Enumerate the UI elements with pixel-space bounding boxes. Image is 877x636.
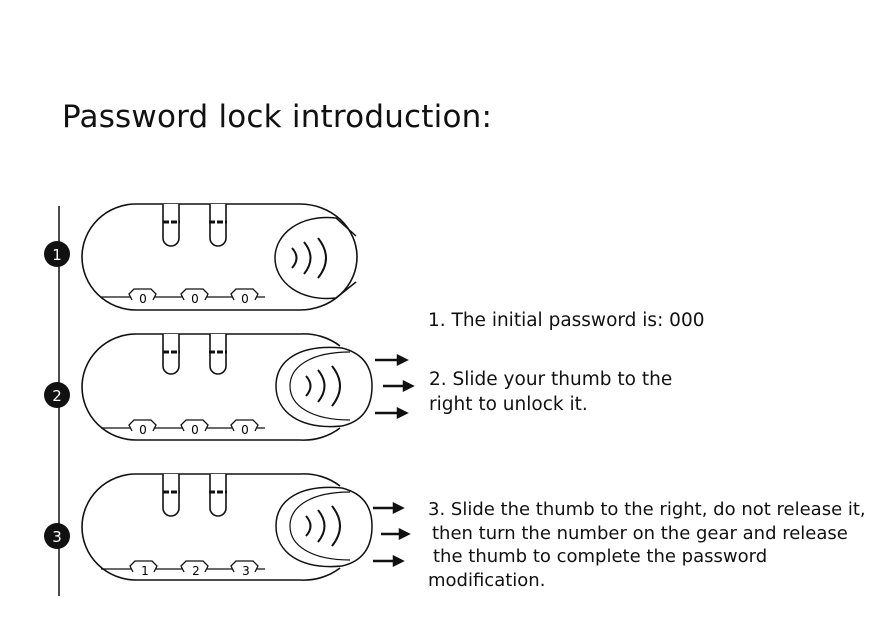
dial-digit: 3 (242, 564, 250, 578)
dial-3 (230, 419, 259, 432)
shackle-slot (162, 334, 180, 375)
dial-digit: 0 (241, 423, 249, 437)
step-3-line-2: then turn the number on the gear and rel… (432, 522, 848, 544)
step-badge (44, 241, 70, 267)
step-3-text: 3. Slide the thumb to the right, do not … (428, 498, 877, 592)
dial-digit: 0 (191, 292, 199, 306)
step-badge-number: 1 (52, 246, 62, 264)
grip-icon (305, 365, 341, 407)
step-3-line-3: the thumb to complete the password modif… (428, 546, 768, 591)
dial-digit: 2 (192, 564, 200, 578)
step-2-line-2: right to unlock it. (429, 394, 588, 415)
shackle-slot (162, 204, 180, 247)
dial-1 (129, 560, 158, 573)
lock-body (81, 203, 358, 311)
dial-digit: 0 (191, 423, 199, 437)
shackle-slot (209, 204, 227, 247)
dial-1 (128, 288, 157, 301)
dial-digit: 0 (241, 292, 249, 306)
thumb-slider (274, 216, 357, 300)
lock-step-3: 1 2 3 3 (44, 473, 411, 581)
lock-body (81, 473, 341, 581)
step-badge (44, 523, 70, 549)
dial-digit: 1 (141, 564, 149, 578)
page-title: Password lock introduction: (62, 99, 493, 135)
step-badge (44, 382, 70, 408)
dial-3 (230, 288, 259, 301)
arrow-icon (373, 501, 411, 568)
shackle-slot (209, 474, 227, 517)
step-badge-number: 3 (52, 528, 62, 546)
lock-body (81, 333, 341, 441)
grip-icon (305, 505, 341, 547)
step-2-text: 2. Slide your thumb to the right to unlo… (429, 367, 672, 417)
step-3-line-1: 3. Slide the thumb to the right, do not … (428, 499, 866, 520)
grip-icon (291, 237, 327, 279)
dial-digit: 0 (139, 292, 147, 306)
dial-1 (128, 419, 157, 432)
lock-step-1: 0 0 0 1 (44, 203, 358, 311)
step-2-line-1: 2. Slide your thumb to the (429, 369, 673, 390)
dial-2 (180, 419, 209, 432)
step-badge-number: 2 (52, 387, 62, 405)
step-1-line-1: 1. The initial password is: 000 (428, 310, 705, 331)
dial-3 (230, 560, 259, 573)
step-1-text: 1. The initial password is: 000 (428, 308, 705, 333)
lock-step-2: 0 0 0 2 (44, 333, 415, 441)
arrow-icon (375, 353, 415, 420)
shackle-slot (162, 474, 180, 517)
shackle-slot (209, 334, 227, 375)
dial-2 (180, 560, 209, 573)
dial-2 (180, 288, 209, 301)
dial-digit: 0 (139, 423, 147, 437)
